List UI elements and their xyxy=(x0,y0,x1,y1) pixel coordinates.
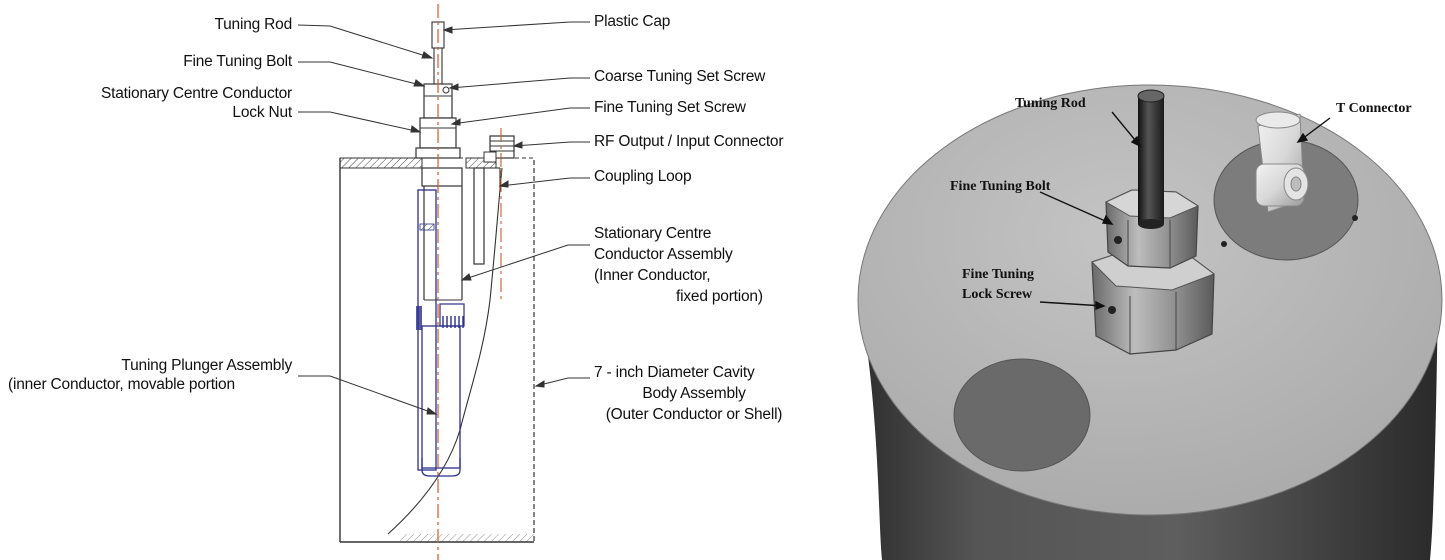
render-label-tuning-rod: Tuning Rod xyxy=(1015,96,1086,111)
cavity-shell xyxy=(339,157,535,543)
label-fine-set-screw: Fine Tuning Set Screw xyxy=(594,99,746,116)
render-label-fine-tuning-bolt: Fine Tuning Bolt xyxy=(950,179,1051,194)
leader-tuning-rod xyxy=(297,24,331,27)
leader-coarse-set-screw xyxy=(449,77,571,89)
leader-rf-connector xyxy=(513,141,571,147)
bottom-port-disk xyxy=(953,358,1091,472)
stationary-centre-conductor-drawing xyxy=(423,186,463,301)
tuning-plunger-drawing xyxy=(416,189,465,477)
leader-centre-conductor xyxy=(461,244,569,281)
label-tuning-rod: Tuning Rod xyxy=(214,16,292,33)
t-connector xyxy=(1255,111,1309,213)
leader-fine-set-screw xyxy=(451,107,571,125)
label-cavity-line2: Body Assembly xyxy=(642,385,746,402)
coupling-loop-drawing xyxy=(473,167,501,265)
label-centre-line2: Conductor Assembly xyxy=(594,246,733,263)
label-lock-nut-line2: Lock Nut xyxy=(232,104,292,121)
label-fine-tuning-bolt: Fine Tuning Bolt xyxy=(183,53,292,70)
label-plastic-cap: Plastic Cap xyxy=(594,13,671,30)
lock-nut-drawing xyxy=(415,117,463,187)
label-cavity-line3: (Outer Conductor or Shell) xyxy=(605,406,783,423)
tuning-rod-3d xyxy=(1137,89,1165,229)
label-tuning-plunger-line2: (inner Conductor, movable portion xyxy=(8,376,235,393)
label-cavity-line1: 7 - inch Diameter Cavity xyxy=(594,364,755,381)
cavity-3d-render xyxy=(857,84,1443,560)
leader-3d-fine-bolt xyxy=(1039,191,1113,225)
render-label-lock-screw-line1: Fine Tuning xyxy=(962,267,1034,282)
label-centre-line4: fixed portion) xyxy=(676,288,763,305)
render-label-t-connector: T Connector xyxy=(1336,101,1412,116)
leader-plastic-cap xyxy=(443,21,571,31)
leader-coupling-loop xyxy=(499,177,571,187)
label-coarse-set-screw: Coarse Tuning Set Screw xyxy=(594,68,766,85)
fine-tuning-bolt-3d xyxy=(1104,189,1200,269)
render-label-lock-screw-line2: Lock Screw xyxy=(962,287,1033,302)
label-centre-line3: (Inner Conductor, xyxy=(594,267,711,284)
rf-connector-drawing xyxy=(483,135,515,163)
label-tuning-plunger-line1: Tuning Plunger Assembly xyxy=(121,357,292,374)
centerline xyxy=(437,4,502,560)
label-coupling-loop: Coupling Loop xyxy=(594,168,692,185)
label-rf-connector: RF Output / Input Connector xyxy=(594,133,784,150)
leader-3d-lock-screw xyxy=(1039,301,1105,307)
label-lock-nut-line1: Stationary Centre Conductor xyxy=(100,85,292,102)
label-centre-line1: Stationary Centre xyxy=(594,225,712,242)
